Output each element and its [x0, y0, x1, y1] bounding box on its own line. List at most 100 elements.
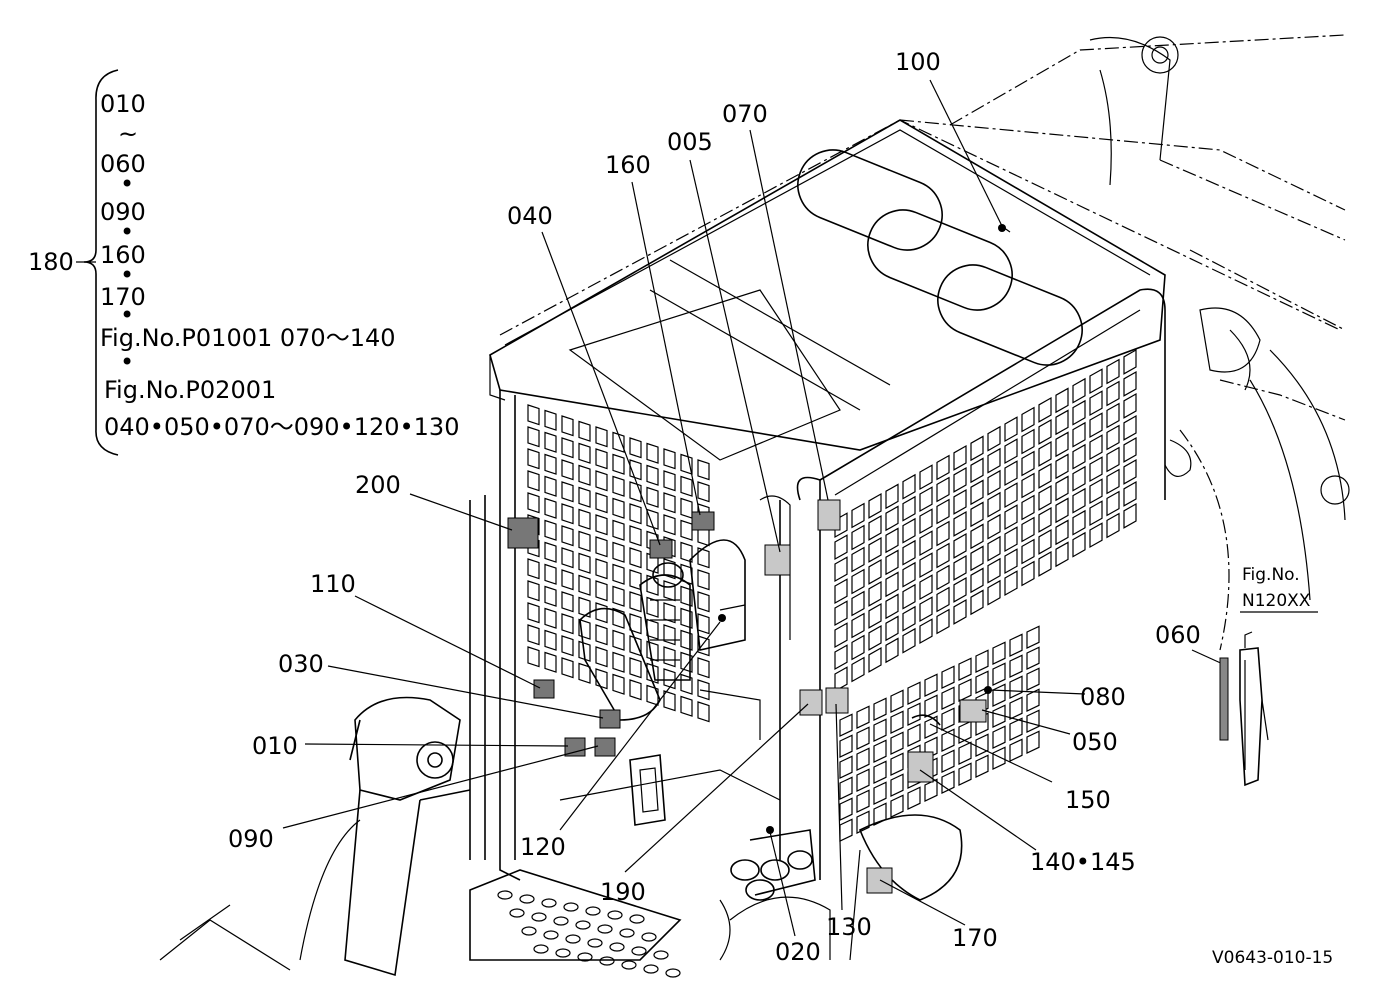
step-hole [597, 924, 613, 934]
grille-cell [578, 508, 591, 530]
grille-cell [1089, 390, 1103, 417]
grille-cell [1089, 456, 1103, 483]
grille-cell [646, 508, 659, 530]
grille-cell [885, 549, 899, 576]
step-hole [541, 898, 557, 908]
grille-cell [851, 568, 865, 595]
grille-cell [544, 431, 557, 453]
grille-cell [834, 600, 848, 627]
grille-cell [936, 454, 950, 481]
grille-cell [612, 607, 625, 629]
grille-cell [924, 694, 938, 718]
grille-cell [629, 569, 642, 591]
grille-cell [663, 558, 676, 580]
grille-cell [834, 534, 848, 561]
grille-cell [595, 470, 608, 492]
grille-cell [885, 615, 899, 642]
grille-cell [907, 786, 921, 810]
grille-cell [1009, 738, 1023, 762]
grille-cell [1106, 512, 1120, 539]
grille-cell [1089, 478, 1103, 505]
grille-cell [987, 491, 1001, 518]
grille-cell [868, 580, 882, 607]
grille-cell [663, 646, 676, 668]
grille-cell [612, 519, 625, 541]
grille-cell [868, 492, 882, 519]
loader-arms [159, 696, 963, 977]
grille-cell [544, 453, 557, 475]
decal-190 [799, 689, 823, 716]
grille-cell [629, 679, 642, 701]
callout-170: 170 [952, 924, 998, 952]
grille-cell [561, 569, 574, 591]
grille-cell [561, 437, 574, 459]
grille-cell [1106, 358, 1120, 385]
grille-cell [595, 646, 608, 668]
grille-cell [646, 486, 659, 508]
grille-cell [902, 539, 916, 566]
callout-110: 110 [310, 570, 356, 598]
grille-cell [578, 640, 591, 662]
decals [507, 499, 992, 894]
grille-cell [902, 517, 916, 544]
grille-cell [834, 666, 848, 693]
grille-cell [1004, 504, 1018, 531]
grille-cell [1089, 412, 1103, 439]
grille-cell [958, 720, 972, 744]
grille-cell [856, 789, 870, 813]
grille-cell [839, 755, 853, 779]
grille-cell [1055, 519, 1069, 546]
grille-cell [612, 651, 625, 673]
decal-200 [507, 517, 539, 549]
step-hole [631, 946, 647, 956]
grille-cell [1038, 396, 1052, 423]
grille-cell [595, 668, 608, 690]
grille-cell [544, 519, 557, 541]
callout-005: 005 [667, 128, 713, 156]
inset-decal-strip [1219, 657, 1229, 741]
grille-cell [612, 431, 625, 453]
grille-cell [663, 690, 676, 712]
grille-cell [970, 435, 984, 462]
step-hole [543, 930, 559, 940]
grille-cell [697, 459, 710, 481]
grille-cell [987, 579, 1001, 606]
grille-cell [1021, 472, 1035, 499]
grille-cell [561, 459, 574, 481]
grille-cell [561, 613, 574, 635]
grille-cell [561, 635, 574, 657]
grille-cell [1055, 475, 1069, 502]
grille-cell [561, 415, 574, 437]
grille-cell [936, 498, 950, 525]
grille-cell [1021, 450, 1035, 477]
callout-150: 150 [1065, 786, 1111, 814]
grille-cell [941, 770, 955, 794]
grille-cell [612, 453, 625, 475]
grille-cell [646, 442, 659, 464]
grille-cell [1004, 438, 1018, 465]
legend-brace [76, 69, 119, 456]
grille-cell [1072, 531, 1086, 558]
grille-cell [873, 760, 887, 784]
grille-cell [1021, 494, 1035, 521]
grille-cell [856, 810, 870, 834]
grille-cell [697, 613, 710, 635]
decal-005 [764, 544, 791, 576]
decal-160 [691, 511, 715, 531]
grille-cell [697, 547, 710, 569]
grille-cell [663, 624, 676, 646]
grille-cell [868, 558, 882, 585]
grille-cell [953, 466, 967, 493]
grille-cell [578, 574, 591, 596]
grille-cell [612, 673, 625, 695]
grille-cell [890, 773, 904, 797]
grille-cell [612, 563, 625, 585]
grille-cell [919, 574, 933, 601]
grille-cell [1026, 625, 1040, 649]
grille-cell [680, 519, 693, 541]
grille-cell [629, 613, 642, 635]
grille-cell [851, 634, 865, 661]
legend-line: • [120, 218, 134, 246]
grille-cell [941, 728, 955, 752]
